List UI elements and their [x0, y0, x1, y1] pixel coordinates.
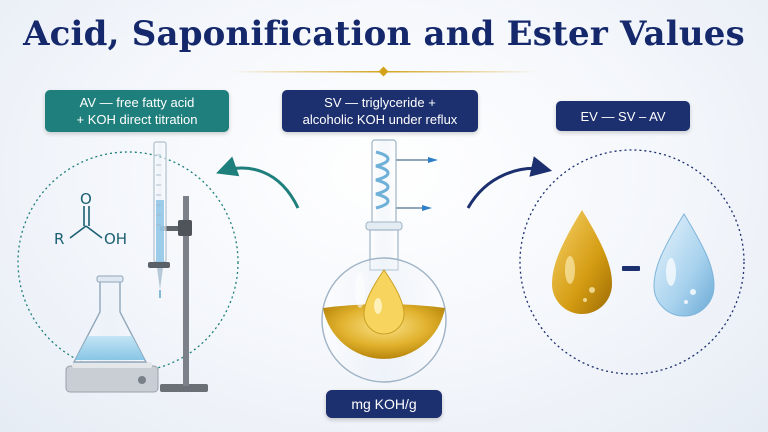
av-badge: AV — free fatty acid + KOH direct titrat… [45, 90, 229, 132]
unit-badge: mg KOH/g [326, 390, 442, 418]
sv-badge-line1: SV — triglyceride + [324, 95, 436, 110]
av-dashed-circle [17, 151, 239, 373]
curved-arrow-icon [216, 156, 300, 209]
ev-badge-label: EV — SV – AV [580, 108, 666, 124]
round-bottom-flask-icon [321, 221, 447, 383]
unit-badge-label: mg KOH/g [351, 396, 417, 412]
ev-badge: EV — SV – AV [556, 101, 690, 131]
reflux-condenser-icon [371, 139, 438, 225]
av-badge-line2: + KOH direct titration [76, 112, 198, 127]
carboxylic-acid-structure [69, 206, 103, 239]
water-drop-icon [653, 213, 715, 317]
molecule-o-label: O [80, 190, 92, 208]
hot-plate [65, 362, 159, 393]
molecule-oh-label: OH [104, 230, 128, 248]
title-divider [230, 66, 538, 77]
av-badge-line1: AV — free fatty acid [79, 95, 195, 110]
sv-badge: SV — triglyceride + alcoholic KOH under … [282, 90, 478, 132]
oil-drop-icon [552, 210, 612, 314]
ev-dashed-circle [519, 149, 745, 375]
burette-icon [148, 141, 170, 298]
erlenmeyer-flask-icon [72, 275, 148, 363]
sv-badge-line2: alcoholic KOH under reflux [302, 112, 458, 127]
retort-stand [160, 196, 208, 392]
minus-icon [622, 266, 640, 271]
curved-arrow-icon [466, 156, 553, 209]
page-title: Acid, Saponification and Ester Values [23, 14, 745, 54]
molecule-r-label: R [54, 230, 65, 248]
